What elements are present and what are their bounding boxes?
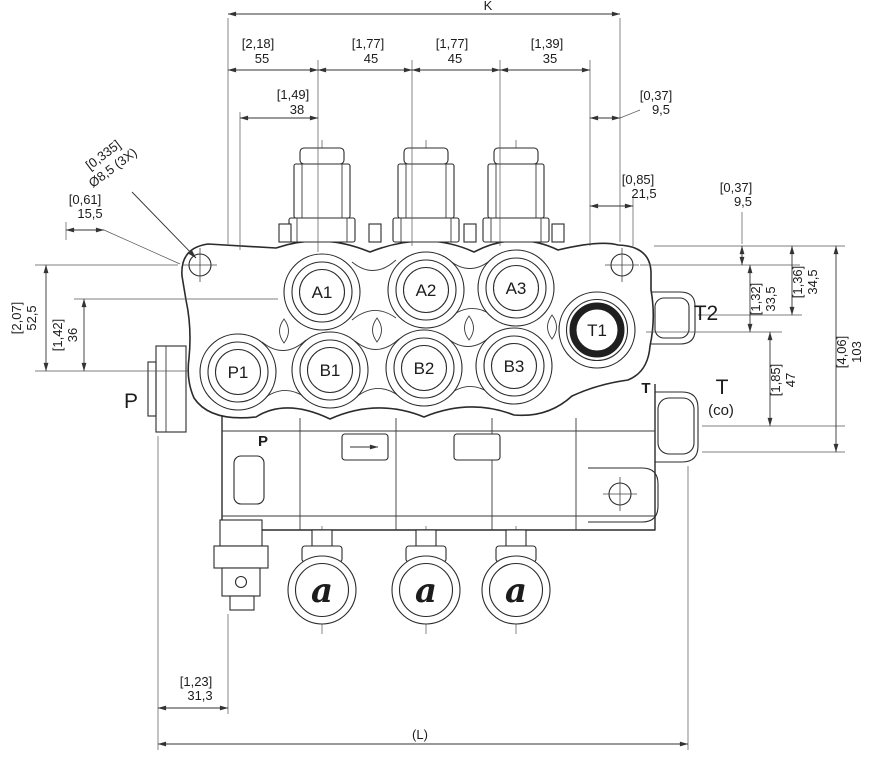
dim-31-3: [1,23] 31,3: [157, 674, 229, 711]
t-return-label: T: [716, 376, 729, 399]
dim-45-a: [1,77] 45: [317, 36, 413, 73]
svg-text:103: 103: [849, 341, 864, 363]
svg-text:[1,39]: [1,39]: [531, 36, 564, 51]
name-plate: [233, 455, 265, 505]
valve-body: P T: [147, 147, 699, 625]
svg-text:[1,32]: [1,32]: [748, 283, 763, 316]
svg-text:[2,18]: [2,18]: [242, 36, 275, 51]
svg-text:[1,77]: [1,77]: [352, 36, 385, 51]
dim-103: [4,06] 103: [833, 245, 864, 453]
port-p1: P1: [199, 333, 277, 411]
svg-text:[0,85]: [0,85]: [622, 172, 655, 187]
spool-knob-2: a: [391, 529, 461, 625]
port-b3: B3: [475, 327, 553, 405]
dim-21-5: [0,85] 21,5: [589, 172, 657, 209]
svg-text:(L): (L): [412, 727, 428, 742]
hole-leader-line: [131, 191, 197, 259]
tie-rod-studs: [278, 223, 565, 243]
p-body-label: P: [258, 433, 268, 450]
mounting-hole-top-right: [605, 248, 639, 282]
svg-text:[1,36]: [1,36]: [790, 266, 805, 299]
port-a2: A2: [387, 251, 465, 329]
svg-text:9,5: 9,5: [652, 102, 670, 117]
svg-text:45: 45: [364, 51, 378, 66]
spool-knob-1: a: [287, 529, 357, 625]
port-a3: A3: [477, 249, 555, 327]
svg-text:55: 55: [255, 51, 269, 66]
svg-text:[0,61]: [0,61]: [69, 192, 102, 207]
svg-text:A2: A2: [416, 281, 437, 300]
svg-text:35: 35: [543, 51, 557, 66]
dim-45-b: [1,77] 45: [411, 36, 501, 73]
svg-text:31,3: 31,3: [187, 688, 212, 703]
svg-text:[0,37]: [0,37]: [640, 88, 673, 103]
recess-plate: [453, 433, 501, 461]
svg-text:P1: P1: [228, 363, 249, 382]
lever-label: a: [505, 571, 527, 611]
p-inlet-label: P: [124, 390, 138, 413]
p-inlet-boss: [147, 345, 187, 433]
svg-text:38: 38: [290, 102, 304, 117]
co-label: (co): [708, 402, 734, 419]
dim-33-5: [1,32] 33,5: [747, 264, 778, 333]
mounting-hole-top-left: [183, 248, 217, 282]
svg-text:T1: T1: [587, 321, 607, 340]
lever-label: a: [415, 571, 437, 611]
dim-35: [1,39] 35: [499, 36, 591, 73]
dim-15-5: [0,61] 15,5: [65, 192, 105, 233]
svg-text:9,5: 9,5: [734, 194, 752, 209]
pilot-cap-1: [288, 147, 356, 243]
svg-text:34,5: 34,5: [805, 269, 820, 294]
dim-36: [1,42] 36: [50, 298, 87, 372]
svg-text:[1,23]: [1,23]: [180, 674, 213, 689]
svg-text:B1: B1: [320, 361, 341, 380]
port-b2: B2: [385, 329, 463, 407]
svg-text:[4,06]: [4,06]: [834, 336, 849, 369]
svg-text:[1,42]: [1,42]: [50, 319, 65, 352]
dim-55: [2,18] 55: [227, 36, 319, 73]
t-co-port: [655, 391, 699, 463]
dim-k: K: [227, 0, 621, 17]
port-t1: T1: [558, 291, 636, 369]
svg-text:[1,77]: [1,77]: [436, 36, 469, 51]
svg-text:47: 47: [783, 373, 798, 387]
dim-hole-8-5: [0,335] Ø8,5 (3X): [83, 137, 140, 191]
svg-text:[0,37]: [0,37]: [720, 180, 753, 195]
dim-38: [1,49] 38: [239, 87, 319, 121]
pilot-cap-2: [392, 147, 460, 243]
svg-text:21,5: 21,5: [631, 186, 656, 201]
dim-9-5-top: [0,37] 9,5: [589, 88, 673, 121]
dim-52-5: [2,07] 52,5: [9, 264, 49, 372]
dim-34-5: [1,36] 34,5: [789, 245, 820, 316]
spool-knob-3: a: [481, 529, 551, 625]
svg-text:[1,85]: [1,85]: [768, 364, 783, 397]
dim-47: [1,85] 47: [767, 331, 798, 427]
svg-text:B2: B2: [414, 359, 435, 378]
t2-label: T2: [694, 302, 719, 325]
dim-9-5-right: [0,37] 9,5: [720, 180, 753, 266]
port-b1: B1: [291, 331, 369, 409]
svg-text:A3: A3: [506, 279, 527, 298]
svg-text:K: K: [484, 0, 493, 13]
svg-text:B3: B3: [504, 357, 525, 376]
mounting-hole-bottom-right: [603, 477, 637, 511]
relief-valve: [213, 519, 269, 611]
svg-text:[2,07]: [2,07]: [9, 302, 24, 335]
svg-text:15,5: 15,5: [77, 206, 102, 221]
lever-label: a: [311, 571, 333, 611]
mounting-bracket: [588, 467, 659, 523]
svg-text:36: 36: [65, 328, 80, 342]
svg-text:52,5: 52,5: [24, 305, 39, 330]
svg-text:45: 45: [448, 51, 462, 66]
dim-l: (L): [157, 727, 689, 747]
svg-text:[1,49]: [1,49]: [277, 87, 310, 102]
svg-text:A1: A1: [312, 283, 333, 302]
t2-port: [651, 291, 696, 345]
spool-housing: P T: [221, 380, 656, 531]
pilot-cap-3: [482, 147, 550, 243]
port-a1: A1: [283, 253, 361, 331]
svg-text:33,5: 33,5: [763, 286, 778, 311]
t-body-label: T: [641, 380, 650, 397]
